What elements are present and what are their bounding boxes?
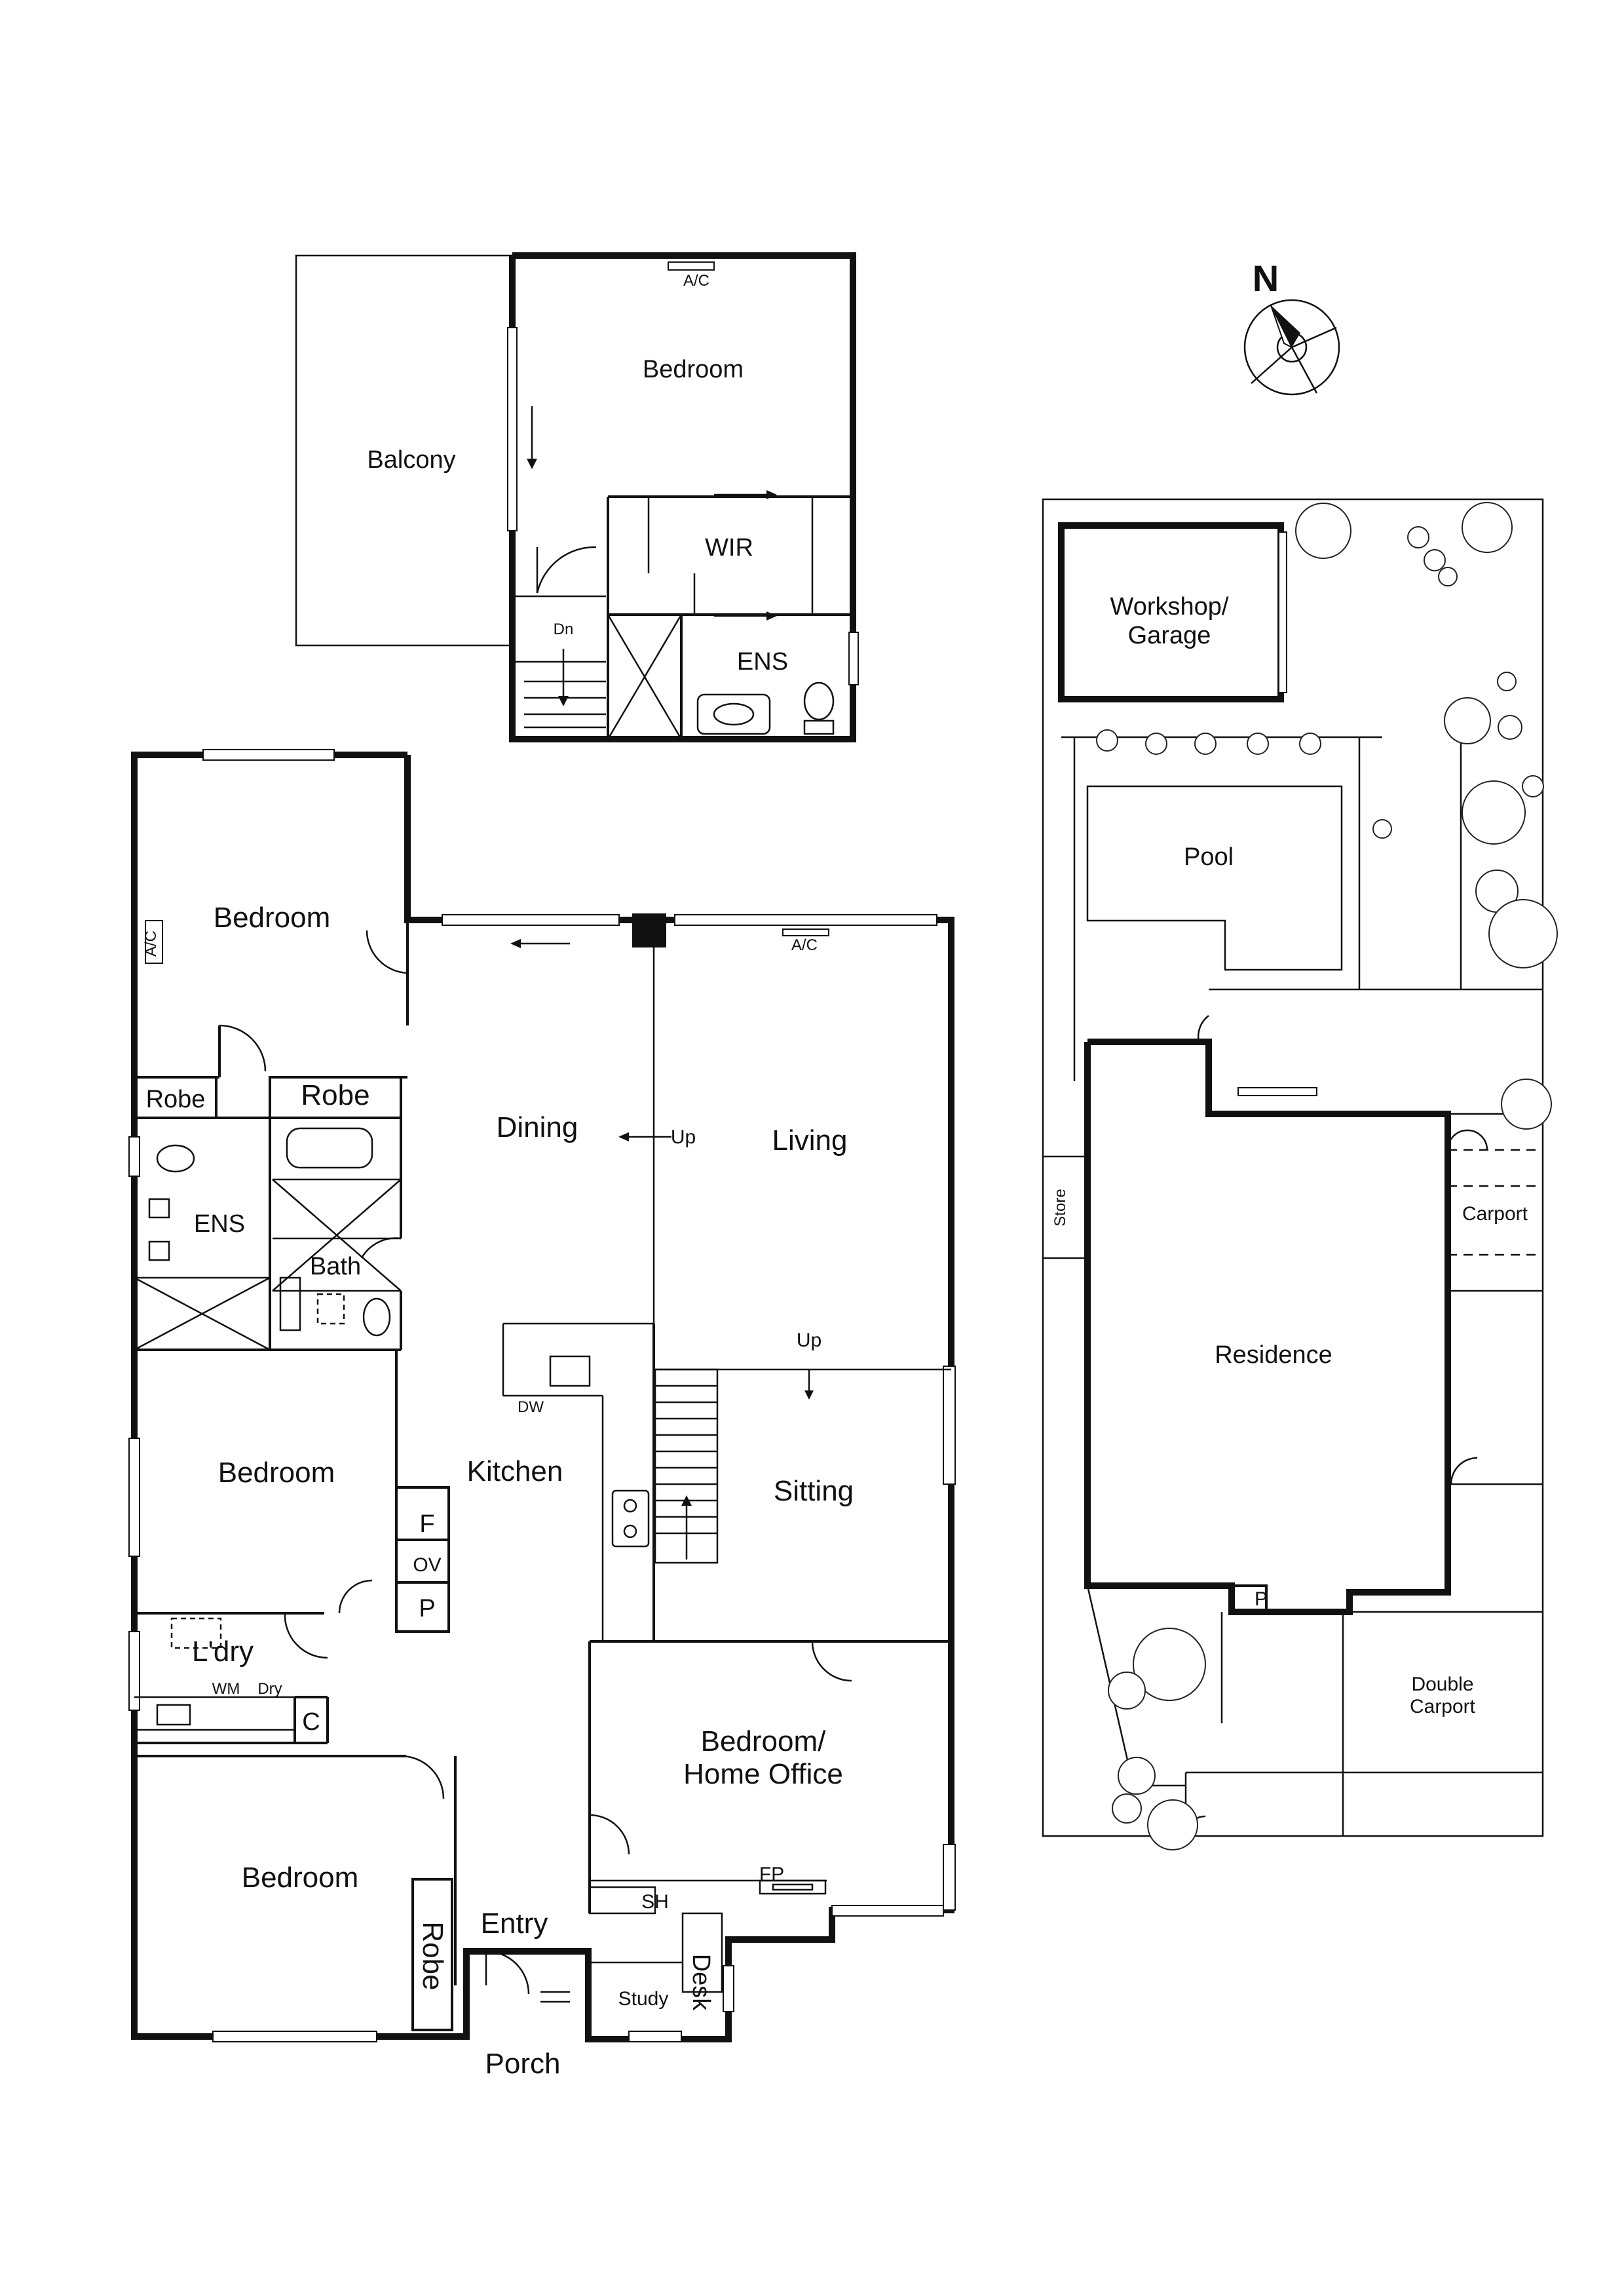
upper-balcony-door	[507, 327, 518, 531]
workshop-label-1: Workshop/	[1110, 593, 1229, 621]
residence-label: Residence	[1215, 1341, 1332, 1369]
compass-rose-icon: N	[1243, 258, 1340, 396]
wir-label: WIR	[705, 534, 753, 562]
robe-left-label: Robe	[146, 1086, 206, 1113]
site-trees	[1096, 502, 1558, 1850]
laundry-label: L'dry	[192, 1636, 254, 1668]
upper-ens-label: ENS	[737, 648, 788, 676]
bath-label: Bath	[310, 1253, 361, 1280]
kitchen-label: Kitchen	[467, 1455, 563, 1487]
study-label: Study	[618, 1988, 669, 2010]
store-label: Store	[1051, 1189, 1069, 1226]
fp-label: FP	[759, 1864, 784, 1885]
pool-outline	[1086, 785, 1343, 971]
upper-floor-plan: Balcony Bedroom A/C WIR ENS Dn	[295, 252, 859, 742]
residence-building	[1084, 1039, 1451, 1615]
porch-label: Porch	[485, 2048, 561, 2080]
up-dining-label: Up	[671, 1126, 696, 1148]
oven-label: OV	[413, 1554, 441, 1576]
upper-ac-label: A/C	[683, 272, 709, 290]
ground-floor-plan: Bedroom A/C Robe Robe ENS Bath Dining Up…	[128, 749, 956, 2080]
sitting-label: Sitting	[774, 1475, 854, 1507]
bedroom-nw-label: Bedroom	[214, 902, 331, 934]
site-plan: Workshop/ Garage Pool Store Carport Resi…	[1042, 498, 1558, 1850]
bedroom-office-label-1: Bedroom/	[701, 1725, 827, 1757]
workshop-label-2: Garage	[1128, 622, 1211, 649]
dining-label: Dining	[497, 1111, 578, 1143]
robe-sw-label: Robe	[417, 1921, 449, 1990]
pantry-label: P	[419, 1595, 435, 1622]
desk-label: Desk	[687, 1954, 715, 2012]
double-carport-label-2: Carport	[1410, 1696, 1476, 1717]
carport-label: Carport	[1462, 1203, 1528, 1225]
robe-right-label: Robe	[301, 1079, 369, 1111]
entry-label: Entry	[481, 1907, 548, 1940]
pool-label: Pool	[1184, 843, 1234, 871]
living-label: Living	[772, 1124, 848, 1157]
site-boundary	[1042, 498, 1544, 1837]
dw-label: DW	[518, 1398, 544, 1416]
sh-label: SH	[641, 1891, 669, 1913]
site-p-label: P	[1255, 1588, 1268, 1610]
up-sitting-label: Up	[797, 1330, 821, 1351]
north-label: N	[1253, 258, 1279, 299]
wm-label: WM	[212, 1680, 240, 1698]
balcony-label: Balcony	[367, 446, 455, 474]
ac-living-label: A/C	[791, 936, 818, 954]
bedroom-sw-label: Bedroom	[242, 1862, 359, 1894]
ground-outer-wall	[131, 752, 954, 2042]
bedroom-mid-label: Bedroom	[218, 1457, 335, 1489]
double-carport-label-1: Double	[1411, 1674, 1473, 1695]
dry-label: Dry	[257, 1680, 282, 1698]
stair-down-label: Dn	[554, 621, 574, 638]
upper-bedroom-label: Bedroom	[643, 356, 744, 383]
ens-label: ENS	[194, 1210, 245, 1238]
upper-outer-wall	[509, 252, 856, 742]
fridge-label: F	[419, 1510, 434, 1538]
cupboard-label: C	[302, 1708, 320, 1736]
bedroom-office-label-2: Home Office	[683, 1758, 843, 1790]
ac-bedroom-label: A/C	[142, 930, 160, 957]
